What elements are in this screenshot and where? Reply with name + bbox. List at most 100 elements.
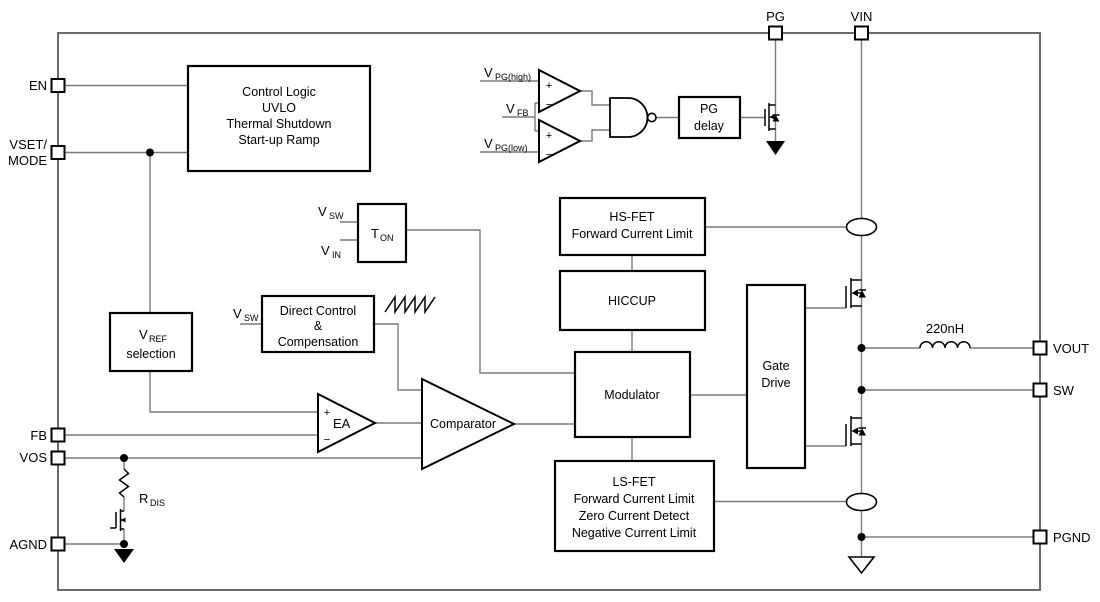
- label-vpg-high-sub: PG(high): [495, 72, 531, 82]
- wire-vref-to-ea: [149, 371, 318, 413]
- ton-sub: ON: [380, 233, 394, 243]
- hs-fet-line1: HS-FET: [609, 210, 655, 224]
- label-ton-vin-sub: IN: [332, 250, 341, 260]
- inductor-value: 220nH: [926, 321, 964, 336]
- pg-comp-low-triangle: [538, 118, 583, 164]
- label-dc-vsw-main: V: [233, 306, 242, 321]
- pin-label-pg: PG: [766, 9, 785, 24]
- comparator-label: Comparator: [430, 417, 496, 431]
- pin-label-pgnd: PGND: [1053, 530, 1091, 545]
- pg-comparator-low: + −: [538, 118, 583, 164]
- control-logic-line1: Control Logic: [242, 85, 316, 99]
- label-ton-vin-main: V: [321, 243, 330, 258]
- gate-drive-line2: Drive: [761, 376, 790, 390]
- ea-triangle: [317, 392, 378, 454]
- control-logic-box: [186, 64, 372, 173]
- junction-agnd: [120, 540, 128, 548]
- wires: [65, 40, 1034, 556]
- hs-current-sense: [845, 217, 878, 237]
- pin-label-fb: FB: [30, 428, 47, 443]
- signal-labels: V PG(high) V FB V PG(low) V SW V IN V SW…: [139, 65, 531, 508]
- block-vref-selection: V REF selection: [108, 311, 194, 373]
- block-hiccup: HICCUP: [558, 269, 707, 332]
- pin-label-sw: SW: [1053, 383, 1075, 398]
- pin-label-vout: VOUT: [1053, 341, 1089, 356]
- main-comparator: Comparator: [421, 377, 517, 471]
- pin-vin: [854, 25, 869, 41]
- pin-label-agnd: AGND: [9, 537, 47, 552]
- direct-control-line2: &: [314, 319, 323, 333]
- ls-fet-line3: Zero Current Detect: [579, 509, 690, 523]
- ls-fet-line2: Forward Current Limit: [574, 492, 695, 506]
- gate-drive-line1: Gate: [762, 359, 789, 373]
- block-gate-drive: Gate Drive: [745, 283, 807, 470]
- vref-main: V: [139, 327, 148, 342]
- hs-fet-arrow: [851, 289, 858, 297]
- ls-current-sense: [845, 492, 878, 512]
- hs-fet-box: [558, 196, 707, 257]
- junction-sw-vout: [857, 344, 866, 352]
- chip-boundary: [57, 32, 1041, 591]
- ton-main: T: [371, 226, 379, 241]
- pin-label-en: EN: [29, 78, 47, 93]
- vref-box: [108, 311, 194, 373]
- pin-vout: [1032, 340, 1048, 356]
- junction-vset: [146, 148, 154, 157]
- vref-line2: selection: [126, 347, 175, 361]
- pin-vset-mode: [50, 145, 66, 160]
- direct-control-line3: Compensation: [278, 335, 359, 349]
- label-vpg-low-main: V: [484, 136, 493, 151]
- block-control-logic: Control Logic UVLO Thermal Shutdown Star…: [186, 64, 372, 173]
- modulator-box: [573, 350, 692, 439]
- ea-plus-sign: +: [324, 407, 330, 419]
- discharge-fet-arrow: [120, 517, 126, 523]
- pin-labels: EN VSET/ MODE FB VOS AGND PG VIN VOUT SW…: [8, 9, 1091, 552]
- error-amplifier: + − EA: [317, 392, 378, 454]
- ls-fet-diode: [858, 428, 866, 436]
- pin-pg: [768, 25, 783, 41]
- block-direct-control: Direct Control & Compensation: [260, 294, 376, 354]
- ls-fet-body: [845, 416, 862, 446]
- discharge-fet-body: [110, 509, 124, 531]
- pg-comp-high-minus: −: [546, 99, 552, 111]
- pg-comparator-high: + −: [538, 68, 583, 114]
- ls-fet-line4: Negative Current Limit: [572, 526, 697, 540]
- label-vfb-main: V: [506, 101, 515, 116]
- nand-gate: [609, 97, 657, 138]
- modulator-label: Modulator: [604, 388, 660, 402]
- hs-fet-symbol: [845, 278, 866, 308]
- inductor: [919, 341, 971, 349]
- junction-vos: [120, 454, 128, 462]
- hs-fet-body: [845, 278, 862, 308]
- direct-control-box: [260, 294, 376, 354]
- ls-fet-line1: LS-FET: [612, 475, 655, 489]
- block-modulator: Modulator: [573, 350, 692, 439]
- hiccup-box: [558, 269, 707, 332]
- control-logic-line4: Start-up Ramp: [238, 133, 319, 147]
- pins: [50, 25, 1048, 552]
- pg-delay-line1: PG: [700, 102, 718, 116]
- label-vpg-low-sub: PG(low): [495, 143, 528, 153]
- comparator-triangle: [421, 377, 517, 471]
- pin-pgnd: [1032, 529, 1048, 545]
- pg-delay-box: [677, 95, 742, 140]
- rdis-network: [110, 468, 130, 531]
- pg-comp-low-minus: −: [546, 149, 552, 161]
- nand-body: [609, 97, 649, 138]
- pin-label-vos: VOS: [20, 450, 48, 465]
- pg-fet-symbol: [764, 103, 780, 131]
- pg-delay-line2: delay: [694, 119, 725, 133]
- pg-fet-body: [764, 103, 776, 131]
- pg-comp-low-plus: +: [546, 130, 552, 142]
- pg-fet-diode: [772, 115, 780, 122]
- hiccup-label: HICCUP: [608, 294, 656, 308]
- pin-label-vset1: VSET/: [9, 137, 47, 152]
- gate-drive-box: [745, 283, 807, 470]
- ton-box: [356, 202, 408, 264]
- pin-vos: [50, 450, 66, 466]
- pin-sw: [1032, 382, 1048, 398]
- label-ton-vsw-main: V: [318, 204, 327, 219]
- wire-ramp: [374, 323, 422, 391]
